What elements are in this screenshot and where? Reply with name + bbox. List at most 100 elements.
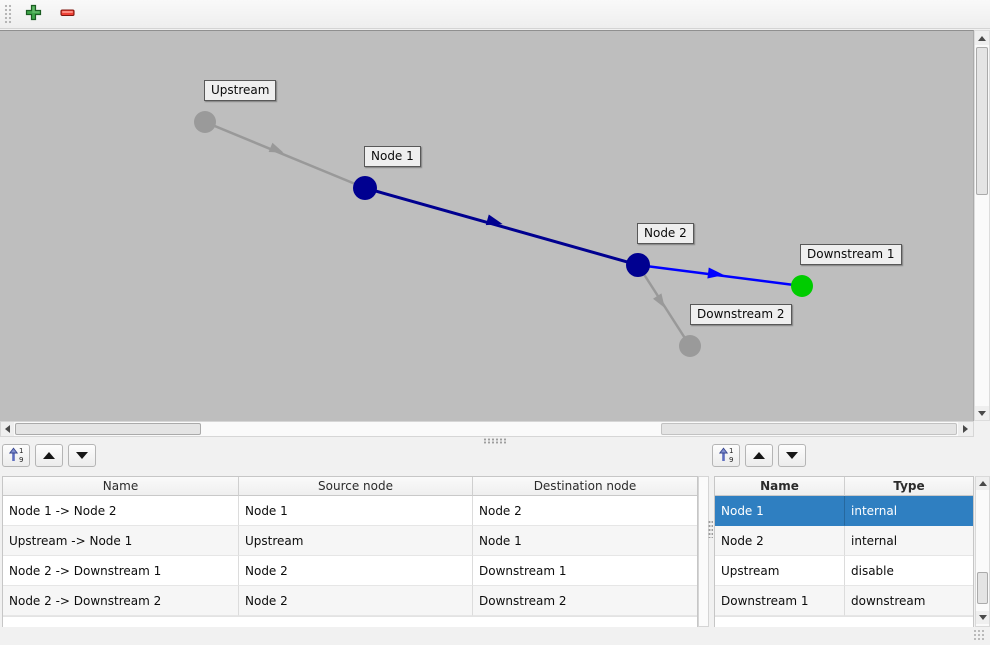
edge-list-toolbar: 1 9 [2,444,96,467]
table-row[interactable]: Node 2 internal [715,526,973,556]
table-cell[interactable]: Node 2 [239,556,473,586]
edges-table: Name Source node Destination node Node 1… [2,476,698,627]
paned-handle[interactable] [0,437,990,444]
svg-text:9: 9 [19,456,23,463]
scroll-up-button[interactable] [975,31,989,45]
scroll-down-button[interactable] [976,611,989,624]
nodes-table-header: Name Type [715,477,973,496]
node-label-node2[interactable]: Node 2 [637,223,694,244]
down-arrow-icon [978,615,987,620]
vscroll-thumb[interactable] [977,572,988,604]
scroll-right-button[interactable] [958,422,973,436]
grip-dots-icon [483,437,507,444]
hscroll-thumb-right[interactable] [661,423,957,435]
edges-table-header: Name Source node Destination node [3,477,697,496]
column-header-destination[interactable]: Destination node [473,477,697,496]
arrowhead-icon [653,293,665,308]
toolbar-grip[interactable] [4,4,12,24]
table-cell[interactable]: Node 1 [473,526,697,556]
sort-button[interactable]: 1 9 [2,444,30,467]
table-row[interactable]: Downstream 1 downstream [715,586,973,616]
table-cell[interactable]: Node 2 -> Downstream 2 [3,586,239,616]
node-downstream1[interactable] [791,275,813,297]
node-label-upstream[interactable]: Upstream [204,80,277,101]
table-row[interactable]: Upstream disable [715,556,973,586]
table-cell[interactable]: Node 1 -> Node 2 [3,496,239,526]
table-cell[interactable]: internal [845,496,973,526]
scroll-left-button[interactable] [1,422,14,436]
edge-node1-node2[interactable] [364,186,639,267]
node-label-downstream1[interactable]: Downstream 1 [800,244,902,265]
move-down-button[interactable] [68,444,96,467]
table-row-selected[interactable]: Node 1 internal [715,496,973,526]
scroll-up-button[interactable] [976,477,989,490]
node-label-node1[interactable]: Node 1 [364,146,421,167]
table-cell[interactable]: Node 2 [239,586,473,616]
column-header-name[interactable]: Name [3,477,239,496]
arrowhead-icon [268,142,284,153]
remove-button[interactable] [54,2,80,26]
add-button[interactable] [20,2,46,26]
minus-icon [59,4,76,24]
table-cell[interactable]: downstream [845,586,973,616]
nodes-table-vscrollbar[interactable] [975,476,990,627]
empty-row [715,616,973,627]
move-up-button[interactable] [35,444,63,467]
node-label-downstream2[interactable]: Downstream 2 [690,304,792,325]
right-arrow-icon [963,425,968,433]
table-cell[interactable]: Node 2 -> Downstream 1 [3,556,239,586]
node-node2[interactable] [626,253,650,277]
edge-node2-downstream2[interactable] [636,264,692,347]
svg-text:1: 1 [729,447,733,455]
edges-table-vscrollbar[interactable] [698,476,709,627]
up-triangle-icon [43,452,55,459]
down-triangle-icon [786,452,798,459]
up-arrow-icon [978,35,986,41]
vscroll-thumb[interactable] [976,47,988,195]
svg-text:9: 9 [729,456,733,463]
table-cell[interactable]: Node 2 [473,496,697,526]
table-cell[interactable]: Node 1 [239,496,473,526]
empty-row [3,616,697,627]
column-header-type[interactable]: Type [845,477,973,496]
table-row[interactable]: Node 1 -> Node 2 Node 1 Node 2 [3,496,697,526]
svg-text:1: 1 [19,447,23,455]
column-header-source[interactable]: Source node [239,477,473,496]
table-cell[interactable]: Upstream -> Node 1 [3,526,239,556]
table-cell[interactable]: Node 1 [715,496,845,526]
left-arrow-icon [5,425,10,433]
table-cell[interactable]: Downstream 1 [715,586,845,616]
edge-node2-downstream1[interactable] [637,263,803,288]
arrowhead-icon [707,267,724,279]
node-downstream2[interactable] [679,335,701,357]
move-down-button[interactable] [778,444,806,467]
hscroll-thumb[interactable] [15,423,201,435]
node-node1[interactable] [353,176,377,200]
sort-button[interactable]: 1 9 [712,444,740,467]
move-up-button[interactable] [745,444,773,467]
table-cell[interactable]: Upstream [715,556,845,586]
node-upstream[interactable] [194,111,216,133]
table-row[interactable]: Upstream -> Node 1 Upstream Node 1 [3,526,697,556]
table-cell[interactable]: Downstream 2 [473,586,697,616]
down-triangle-icon [76,452,88,459]
table-row[interactable]: Node 2 -> Downstream 2 Node 2 Downstream… [3,586,697,616]
column-header-name[interactable]: Name [715,477,845,496]
graph-canvas[interactable]: Upstream Node 1 Node 2 Downstream 1 Down… [0,30,974,422]
table-cell[interactable]: Downstream 1 [473,556,697,586]
table-cell[interactable]: Upstream [239,526,473,556]
table-cell[interactable]: internal [845,526,973,556]
paned-handle-vertical[interactable] [708,520,713,538]
arrowhead-icon [485,214,503,226]
scroll-down-button[interactable] [975,406,989,420]
canvas-hscrollbar[interactable] [0,421,974,437]
canvas-vscrollbar[interactable] [974,30,990,421]
plus-icon [25,4,42,24]
edge-upstream-node1[interactable] [204,120,366,190]
table-row[interactable]: Node 2 -> Downstream 1 Node 2 Downstream… [3,556,697,586]
table-cell[interactable]: disable [845,556,973,586]
up-arrow-icon [978,481,987,486]
nodes-table: Name Type Node 1 internal Node 2 interna… [714,476,974,627]
window-resize-grip[interactable] [973,629,986,642]
table-cell[interactable]: Node 2 [715,526,845,556]
